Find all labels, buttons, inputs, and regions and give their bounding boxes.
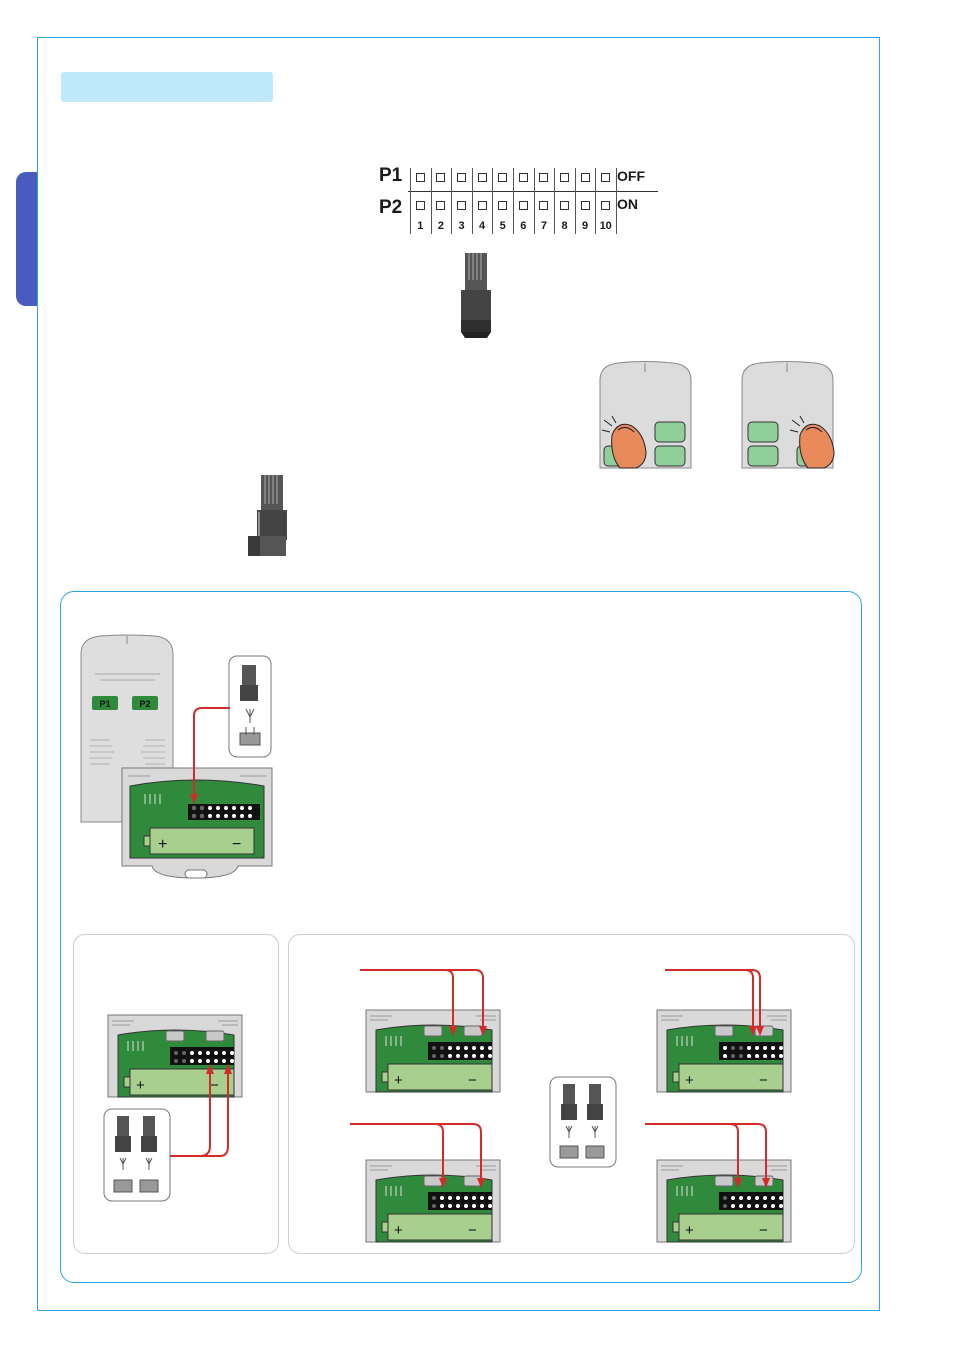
dip-number: 8	[561, 220, 568, 232]
dip-switch-p1-9	[580, 173, 590, 182]
battery-plus: +	[394, 1222, 403, 1239]
dip-switch-p1-2	[436, 173, 446, 182]
dip-switch-p2-1	[415, 201, 425, 210]
dip-switch-p2-9	[580, 201, 590, 210]
dip-switch-p2-2	[436, 201, 446, 210]
battery-minus: −	[210, 1077, 219, 1094]
dip-switch-p1-3	[457, 173, 466, 182]
receiver-board-icon: + −	[121, 767, 273, 879]
dip-state-off: OFF	[617, 168, 645, 184]
dip-switch-p1-1	[415, 173, 425, 182]
dip-switch-p2-5	[498, 201, 508, 210]
section-side-tab	[16, 172, 37, 306]
dip-column-divider	[574, 168, 576, 234]
page-frame	[37, 37, 880, 1311]
battery-minus: −	[468, 1072, 477, 1089]
remote-hand-press-left	[599, 361, 692, 469]
battery-plus: +	[685, 1072, 694, 1089]
jumper-config-panel	[60, 591, 862, 1283]
dip-column-divider	[595, 168, 597, 234]
config-option-left	[73, 934, 279, 1254]
dip-switch-p1-6	[518, 173, 528, 182]
wire-connector	[170, 1064, 232, 1157]
dip-switch-p2-6	[518, 201, 528, 210]
dip-row-label-p2: P2	[379, 197, 403, 218]
jumper-detail-box	[228, 655, 272, 758]
dip-divider	[408, 191, 658, 192]
wire-connector	[190, 707, 230, 804]
dip-column-divider	[616, 168, 617, 234]
hand-press-icon	[799, 423, 835, 469]
dip-switch-p1-10	[601, 173, 611, 182]
dip-switch-p2-7	[539, 201, 549, 210]
dip-number: 7	[540, 220, 547, 232]
jumper-icon	[461, 253, 491, 338]
dip-switch-p2-3	[457, 201, 466, 210]
dip-switch-p1-5	[498, 173, 508, 182]
remote-hand-press-right	[741, 361, 835, 469]
dip-switch-p1-8	[560, 173, 569, 182]
dip-column-divider	[492, 168, 494, 234]
dip-number: 1	[417, 220, 424, 232]
dip-column-divider	[410, 168, 411, 234]
battery-plus: +	[158, 836, 167, 853]
battery-plus: +	[394, 1072, 403, 1089]
receiver-board-icon: + −	[107, 1014, 243, 1098]
dip-column-divider	[554, 168, 556, 234]
battery-minus: −	[759, 1222, 768, 1239]
dip-number: 4	[479, 220, 486, 232]
dip-switch-table: P1 P2 OFF ON 1 2 3 4 5 6 7 8 9 10	[372, 160, 662, 242]
jumper-pair-box	[549, 1076, 617, 1168]
battery-minus: −	[468, 1222, 477, 1239]
dip-number: 9	[582, 220, 589, 232]
dip-number: 6	[520, 220, 527, 232]
jumper-icon	[248, 475, 287, 556]
wire-connector-group	[350, 969, 770, 1188]
dip-switch-p1-4	[477, 173, 487, 182]
dip-number: 5	[499, 220, 506, 232]
receiver-board-icon: + −	[365, 1159, 501, 1243]
dip-number: 2	[437, 220, 444, 232]
remote-button-p2-label: P2	[139, 699, 150, 709]
battery-minus: −	[759, 1072, 768, 1089]
remote-button-p1-label: P1	[99, 699, 110, 709]
dip-switch-p1-7	[539, 173, 549, 182]
receiver-board-icon: + −	[656, 1159, 792, 1243]
dip-number: 3	[458, 220, 465, 232]
section-title-bar	[61, 72, 273, 102]
config-option-right	[288, 934, 855, 1254]
dip-column-divider	[451, 168, 453, 234]
dip-switch-p2-10	[601, 201, 611, 210]
dip-column-divider	[513, 168, 514, 234]
receiver-board-icon: + −	[365, 1009, 501, 1093]
dip-row-label-p1: P1	[379, 165, 403, 186]
receiver-board-icon: + −	[656, 1009, 792, 1093]
dip-column-divider	[533, 168, 535, 234]
dip-state-on: ON	[617, 196, 638, 212]
hand-press-icon	[611, 423, 647, 469]
dip-switch-p2-8	[560, 201, 569, 210]
battery-plus: +	[685, 1222, 694, 1239]
dip-switch-p2-4	[477, 201, 487, 210]
dip-column-divider	[471, 168, 473, 234]
battery-plus: +	[136, 1077, 145, 1094]
dip-column-divider	[430, 168, 432, 234]
dip-number: 10	[599, 220, 612, 232]
battery-minus: −	[232, 836, 241, 853]
